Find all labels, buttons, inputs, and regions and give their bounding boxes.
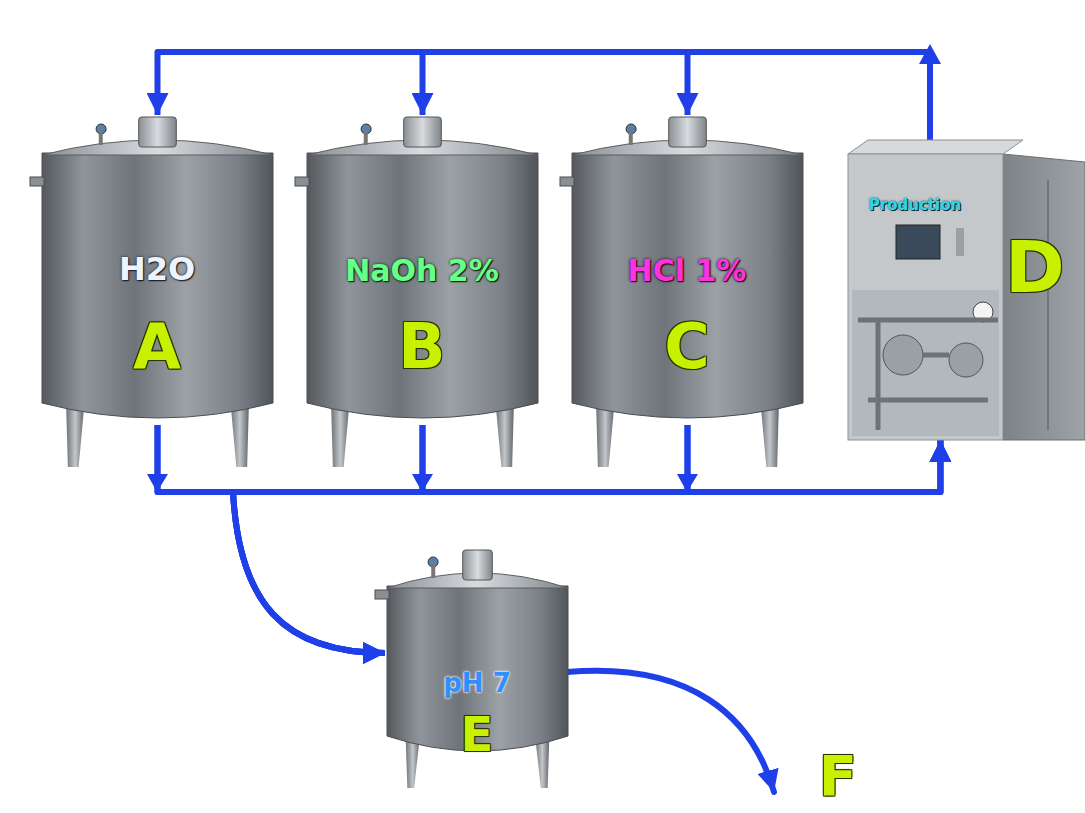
valve-stem [99, 131, 103, 145]
machine-side [1003, 154, 1085, 440]
outlet-letter: F [819, 745, 857, 807]
callout-letter: C [664, 313, 710, 381]
machine-piping [858, 320, 998, 430]
tank-body [42, 153, 273, 418]
pipe-connector [158, 52, 931, 140]
machine-base [852, 290, 999, 436]
top-nozzle [139, 117, 177, 147]
callout-letter: D [1005, 228, 1065, 307]
callout-letter: B [398, 313, 445, 381]
caustic-tank: NaOh 2% B [305, 115, 540, 425]
control-screen [896, 225, 940, 259]
pipe-connector [688, 52, 931, 140]
edge-group [158, 52, 941, 653]
content-label: NaOh 2% [345, 254, 499, 287]
drain-pipe [567, 671, 774, 792]
side-nozzle [295, 177, 309, 186]
tank-body [307, 153, 538, 418]
neutralisation-tank: pH 7 E [385, 548, 570, 758]
acid-tank: HCl 1% C [570, 115, 805, 425]
side-nozzle [30, 177, 44, 186]
production-machine: ProductionD [848, 140, 1085, 440]
side-nozzle [560, 177, 574, 186]
control-buttons [956, 228, 964, 256]
callout-letter: E [461, 708, 494, 761]
content-label: H2O [119, 252, 195, 287]
side-nozzle [375, 590, 389, 599]
top-nozzle [669, 117, 707, 147]
pipe-connector [158, 425, 941, 492]
valve-stem [431, 564, 435, 578]
valve-stem [629, 131, 633, 145]
valve-stem [364, 131, 368, 145]
callout-letter: A [133, 313, 181, 381]
top-nozzle [404, 117, 442, 147]
water-tank: H2O A [40, 115, 275, 425]
pump [949, 343, 983, 377]
content-label: pH 7 [443, 669, 511, 698]
content-label: Production [869, 197, 961, 214]
machine-top [848, 140, 1023, 154]
content-label: HCl 1% [628, 254, 747, 287]
top-nozzle [463, 550, 493, 580]
pump [883, 335, 923, 375]
pipe-connector [158, 425, 386, 653]
machine-front [848, 154, 1003, 440]
tank-body [572, 153, 803, 418]
